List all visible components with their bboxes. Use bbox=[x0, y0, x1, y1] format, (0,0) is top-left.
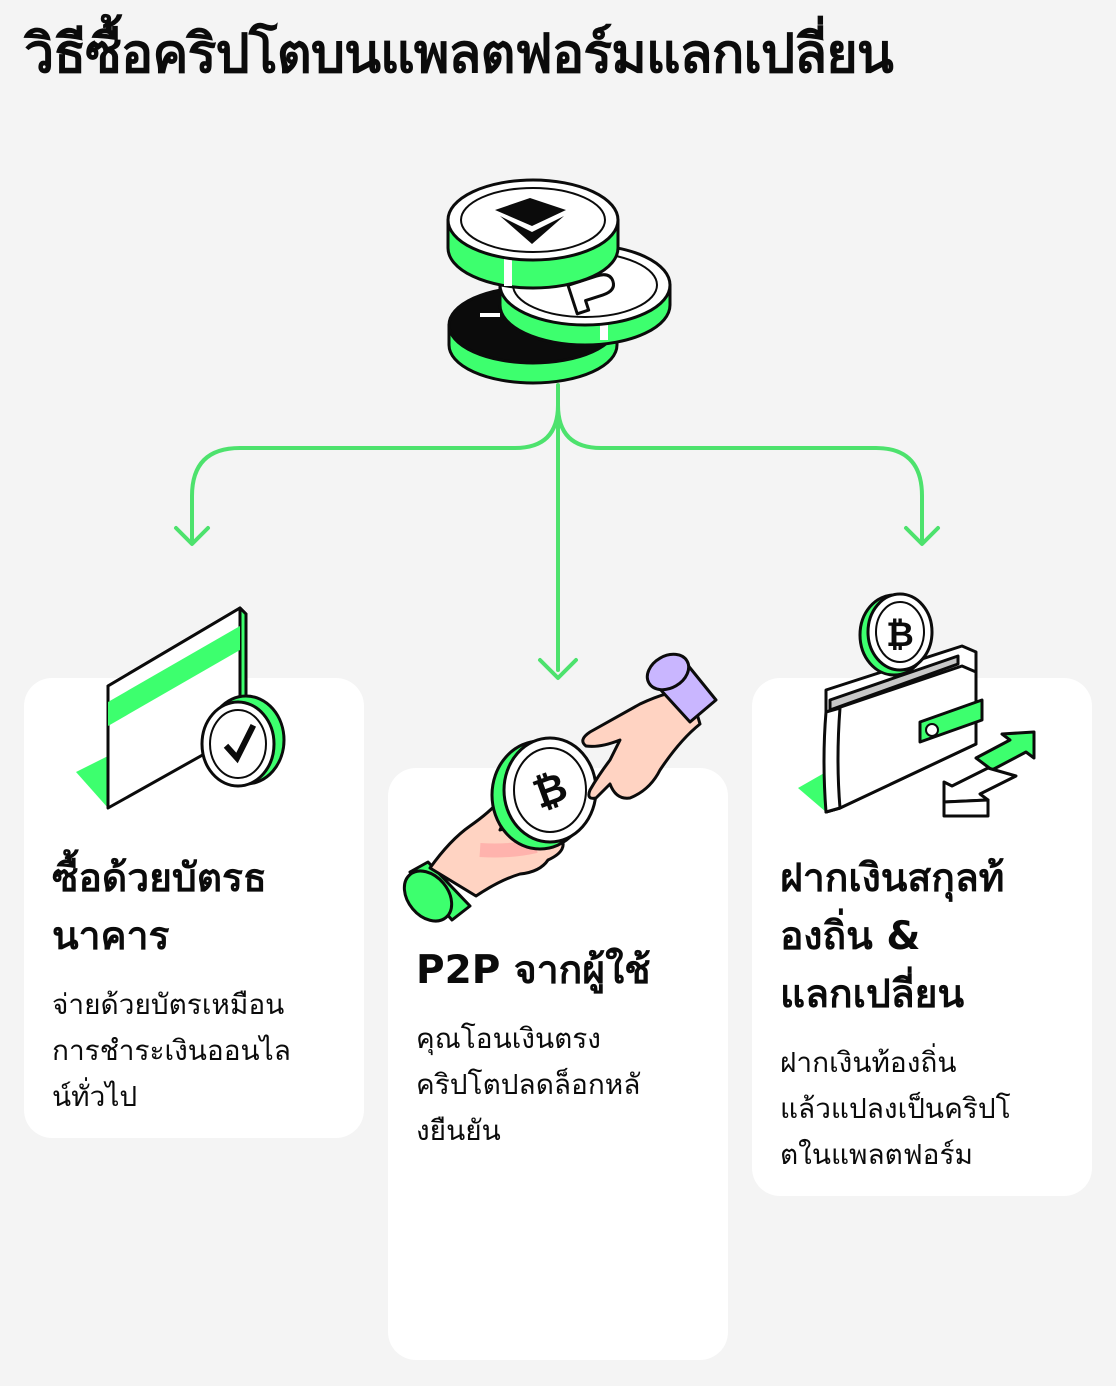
svg-text:₿: ₿ bbox=[886, 615, 914, 655]
card-title-line: ฝากเงินสกุลท้ bbox=[780, 856, 1005, 901]
card-title-line: P2P จากผู้ใช้ bbox=[416, 948, 651, 993]
page-title: วิธีซื้อคริปโตบนแพลตฟอร์มแลกเปลี่ยน bbox=[24, 22, 894, 85]
card-description-line: คุณโอนเงินตรง bbox=[416, 1022, 601, 1055]
card-description: จ่ายด้วยบัตรเหมือน การชำระเงินออนไล น์ทั… bbox=[52, 982, 348, 1120]
card-description-line: ตในแพลตฟอร์ม bbox=[780, 1138, 973, 1171]
card-description-line: คริปโตปลดล็อกหลั bbox=[416, 1068, 641, 1101]
bank-card-check-icon bbox=[76, 606, 286, 810]
flow-arrows bbox=[174, 383, 940, 680]
arrowhead-center bbox=[538, 658, 578, 680]
card-description-line: การชำระเงินออนไล bbox=[52, 1034, 291, 1067]
card-description-line: งยืนยัน bbox=[416, 1114, 501, 1147]
flow-line-right bbox=[556, 403, 924, 542]
arrowhead-right bbox=[904, 526, 940, 546]
wallet-exchange-icon: ₿ bbox=[798, 592, 1036, 818]
card-title-line: ซื้อด้วยบัตรธ bbox=[52, 856, 267, 901]
card-description-line: น์ทั่วไป bbox=[52, 1080, 138, 1113]
card-title-line: แลกเปลี่ยน bbox=[780, 972, 965, 1017]
flow-line-left bbox=[190, 403, 560, 542]
card-description: ฝากเงินท้องถิ่น แล้วแปลงเป็นคริปโ ตในแพล… bbox=[780, 1040, 1076, 1178]
card-description-line: ฝากเงินท้องถิ่น bbox=[780, 1046, 957, 1079]
arrowhead-left bbox=[174, 526, 210, 546]
p2p-hands-bitcoin-icon: ₿ bbox=[402, 652, 718, 923]
card-title: ซื้อด้วยบัตรธ นาคาร bbox=[52, 850, 348, 966]
crypto-coin-stack-icon bbox=[446, 178, 672, 385]
card-description: คุณโอนเงินตรง คริปโตปลดล็อกหลั งยืนยัน bbox=[416, 1016, 712, 1154]
card-title-line: นาคาร bbox=[52, 914, 170, 959]
card-description-line: แล้วแปลงเป็นคริปโ bbox=[780, 1092, 1011, 1125]
card-title: ฝากเงินสกุลท้ องถิ่น & แลกเปลี่ยน bbox=[780, 850, 1076, 1024]
card-title-line: องถิ่น & bbox=[780, 914, 921, 959]
card-title: P2P จากผู้ใช้ bbox=[416, 942, 712, 1000]
card-description-line: จ่ายด้วยบัตรเหมือน bbox=[52, 988, 285, 1021]
